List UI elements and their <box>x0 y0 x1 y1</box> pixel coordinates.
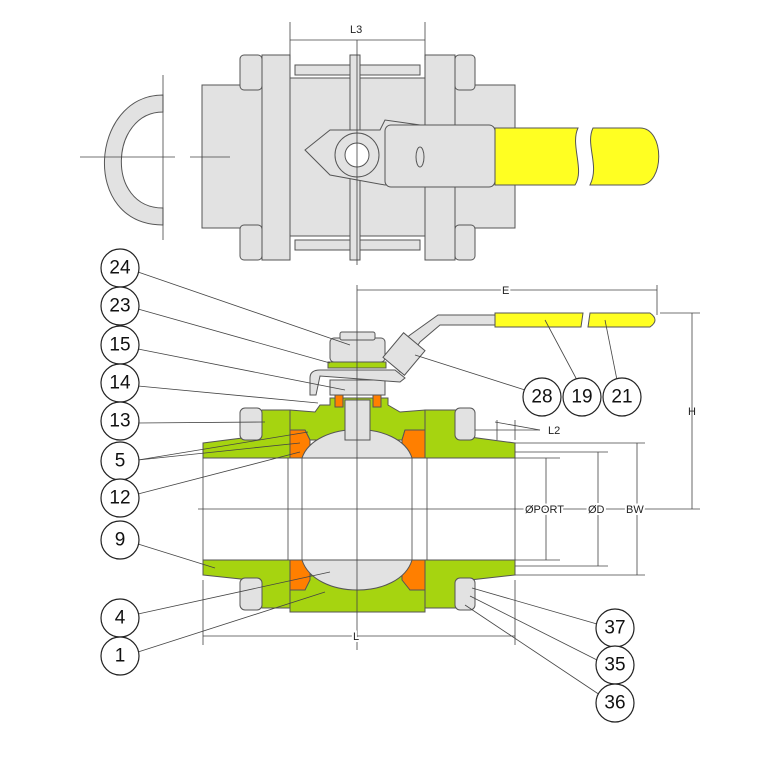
svg-text:12: 12 <box>109 488 130 509</box>
callout-5: 5 <box>100 441 140 481</box>
dim-L2: L2 <box>548 425 560 437</box>
svg-text:4: 4 <box>115 608 126 629</box>
svg-text:24: 24 <box>109 258 131 279</box>
svg-text:36: 36 <box>604 693 625 714</box>
leader-lines <box>137 271 618 696</box>
callout-15: 15 <box>100 325 140 365</box>
svg-text:5: 5 <box>115 451 126 472</box>
callout-21: 21 <box>602 377 642 417</box>
callout-24: 24 <box>100 248 140 288</box>
svg-text:37: 37 <box>604 618 625 639</box>
callout-4: 4 <box>100 598 140 638</box>
dim-D: ØD <box>588 504 605 516</box>
callout-28: 28 <box>522 377 562 417</box>
svg-text:13: 13 <box>109 411 130 432</box>
callout-23: 23 <box>100 286 140 326</box>
callout-13: 13 <box>100 401 140 441</box>
handle-grip <box>494 312 584 328</box>
top-nuts <box>239 54 476 261</box>
dimension-lines: E H L2 ØPORT ØD BW L <box>202 283 700 645</box>
stop-plate <box>309 369 406 396</box>
callouts-right: 28 19 21 37 35 36 <box>522 377 642 723</box>
callout-14: 14 <box>100 363 140 403</box>
svg-text:15: 15 <box>109 335 130 356</box>
dim-L: L <box>353 631 359 643</box>
callouts-left: 24 23 15 14 13 5 12 9 4 1 <box>100 248 140 676</box>
callout-37: 37 <box>595 608 635 648</box>
top-handle-grip-1 <box>494 127 579 186</box>
top-handle-grip-2 <box>589 127 660 186</box>
dim-H: H <box>688 406 696 418</box>
top-view: L3 <box>80 22 660 265</box>
callout-36: 36 <box>595 683 635 723</box>
callout-35: 35 <box>595 645 635 685</box>
dim-L3: L3 <box>350 24 362 36</box>
handle-stop-u <box>103 94 164 226</box>
callout-12: 12 <box>100 478 140 518</box>
dim-E: E <box>502 285 509 297</box>
svg-text:1: 1 <box>115 646 126 667</box>
svg-text:35: 35 <box>604 655 625 676</box>
dim-BW: BW <box>626 504 644 516</box>
callout-1: 1 <box>100 636 140 676</box>
svg-text:14: 14 <box>109 373 131 394</box>
side-nuts <box>239 407 476 611</box>
callout-19: 19 <box>562 377 602 417</box>
dim-port: ØPORT <box>525 504 564 516</box>
side-view <box>198 285 656 650</box>
top-end-left <box>201 84 263 229</box>
stem-nut <box>329 337 386 363</box>
svg-text:28: 28 <box>531 387 552 408</box>
svg-text:23: 23 <box>109 296 130 317</box>
callout-9: 9 <box>100 520 140 560</box>
svg-text:21: 21 <box>611 387 632 408</box>
svg-text:9: 9 <box>115 530 126 551</box>
svg-text:19: 19 <box>571 387 592 408</box>
